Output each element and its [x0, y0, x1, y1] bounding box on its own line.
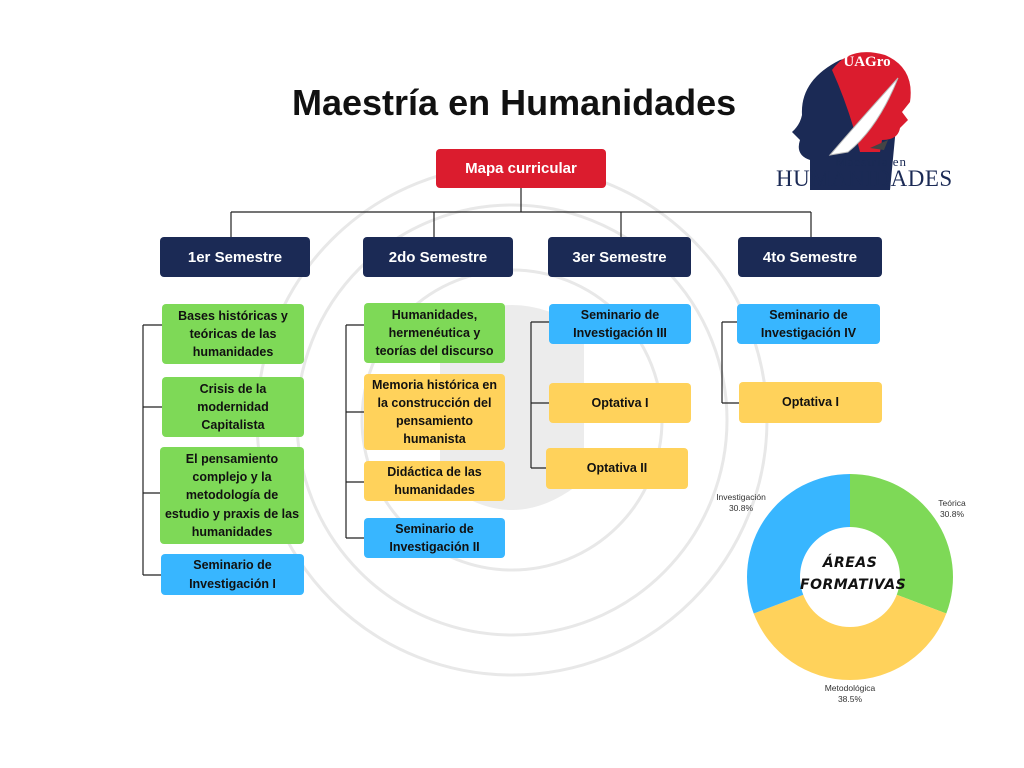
course-s2-2: Memoria histórica en la construcción del…: [364, 374, 505, 450]
course-s3-3: Optativa II: [546, 448, 688, 489]
donut-center-title: ÁREAS FORMATIVAS: [800, 552, 907, 597]
mapa-curricular-box: Mapa curricular: [436, 149, 606, 188]
semester-3-header: 3er Semestre: [548, 237, 691, 277]
slice-name: Metodológica: [824, 683, 876, 693]
slice-name: Investigación: [716, 492, 766, 502]
logo-name: HUMANIDADES: [776, 166, 953, 191]
slice-percent: 30.8%: [728, 503, 754, 514]
donut-title-word: FORMATIVAS: [800, 577, 907, 594]
course-s2-3: Didáctica de las humanidades: [364, 461, 505, 501]
semester-4-header: 4to Semestre: [738, 237, 882, 277]
semester-2-header: 2do Semestre: [363, 237, 513, 277]
course-s1-1: Bases históricas y teóricas de las human…: [162, 304, 304, 364]
semester-1-header: 1er Semestre: [160, 237, 310, 277]
slice-percent: 30.8%: [939, 509, 965, 520]
donut-slice-investigación: [747, 474, 850, 614]
uagro-logo: [792, 52, 911, 191]
slice-label-metodologica: Metodológica 38.5%: [817, 683, 883, 705]
donut-slice-metodológica: [753, 594, 947, 680]
donut-slice-teórica: [850, 474, 953, 614]
slice-label-teorica: Teórica 30.8%: [930, 498, 974, 520]
course-s1-3: El pensamiento complejo y la metodología…: [160, 447, 304, 544]
slice-percent: 38.5%: [837, 694, 863, 705]
areas-formativas-donut: [747, 474, 953, 680]
course-s4-2: Optativa I: [739, 382, 882, 423]
course-s4-1: Seminario de Investigación IV: [737, 304, 880, 344]
page-title: Maestría en Humanidades: [292, 82, 737, 123]
course-s2-1: Humanidades, hermenéutica y teorías del …: [364, 303, 505, 363]
course-s1-2: Crisis de la modernidad Capitalista: [162, 377, 304, 437]
logo-badge: UAGro: [843, 54, 891, 70]
course-s1-4: Seminario de Investigación I: [161, 554, 304, 595]
course-s3-2: Optativa I: [549, 383, 691, 423]
logo-subtitle: Maestría en: [834, 154, 907, 169]
course-s2-4: Seminario de Investigación II: [364, 518, 505, 558]
course-s3-1: Seminario de Investigación III: [549, 304, 691, 344]
slice-label-investigacion: Investigación 30.8%: [712, 492, 770, 514]
donut-title-word: ÁREAS: [822, 555, 878, 571]
slice-name: Teórica: [938, 498, 966, 508]
